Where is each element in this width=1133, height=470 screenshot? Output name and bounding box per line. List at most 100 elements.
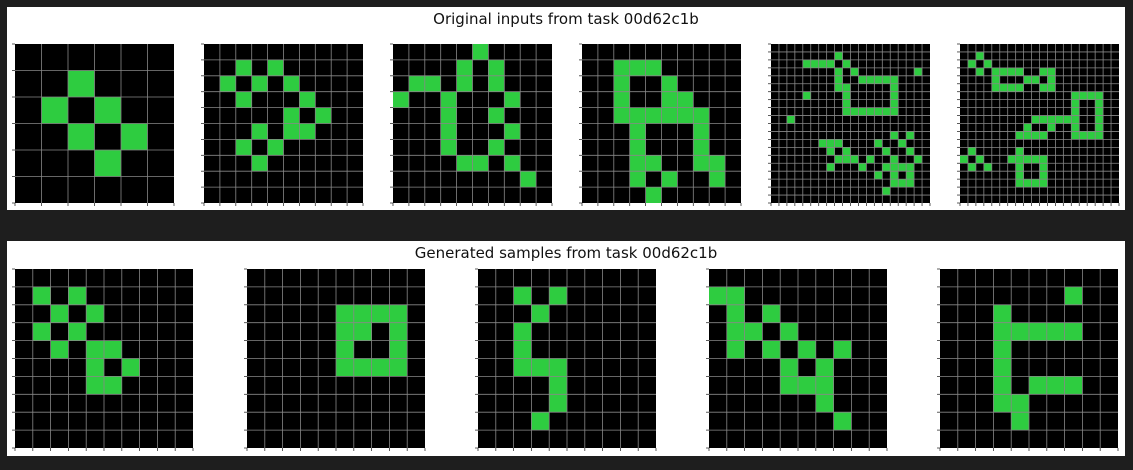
grid-cell-filled <box>967 59 976 68</box>
grid-cell-filled <box>890 91 899 100</box>
grid-cell-filled <box>513 286 532 305</box>
grid-cell-filled <box>629 155 646 172</box>
grid-cell-filled <box>86 376 104 395</box>
grid-cell-filled <box>299 123 316 140</box>
grid-cell-filled <box>842 147 851 156</box>
grid-cell-filled <box>874 171 883 180</box>
grid-cell-filled <box>283 123 300 140</box>
grid-cell-filled <box>991 75 1000 84</box>
grid-cell-filled <box>371 304 390 323</box>
grid-cell-filled <box>661 75 678 92</box>
grid-cell-filled <box>693 155 710 172</box>
grid-cell-filled <box>645 187 662 203</box>
grid-cell-filled <box>86 358 104 377</box>
grid-cell-filled <box>235 59 252 76</box>
grid-cell-filled <box>890 163 899 172</box>
grid-cell-filled <box>336 358 354 377</box>
grid-cell-filled <box>975 155 984 164</box>
grid-cell-filled <box>1011 322 1029 341</box>
grid-cell-filled <box>1039 171 1048 180</box>
grid-cell-filled <box>858 75 867 84</box>
grid-cell-filled <box>1071 91 1080 100</box>
grid-cell-filled <box>513 340 532 359</box>
grid-cell-filled <box>513 358 532 377</box>
grid-cell-filled <box>488 59 505 76</box>
grid-cell-filled <box>1023 179 1032 188</box>
grid-cell-filled <box>629 107 646 124</box>
grid-cell-filled <box>1064 286 1083 305</box>
original-grid-5 <box>768 43 931 206</box>
grid-cell-filled <box>472 44 489 60</box>
grid-cell-filled <box>726 304 745 323</box>
grid-cell-filled <box>94 150 121 177</box>
grid-cell-filled <box>1095 99 1104 108</box>
grid-cell-filled <box>834 67 843 76</box>
grid-cell-filled <box>898 179 907 188</box>
grid-cell-filled <box>1039 67 1048 76</box>
grid-cell-filled <box>983 163 992 172</box>
grid-cell-filled <box>1039 131 1048 140</box>
grid-cell-filled <box>882 107 891 116</box>
grid-cell-filled <box>1046 376 1065 395</box>
generated-grid-2 <box>244 268 426 451</box>
grid-cell-filled <box>693 107 710 124</box>
grid-cell-filled <box>235 91 252 108</box>
grid-cell-filled <box>762 304 781 323</box>
original-grid-1 <box>12 43 175 206</box>
grid-cell-filled <box>898 163 907 172</box>
grid-cell-filled <box>709 286 727 305</box>
grid-cell-filled <box>389 322 408 341</box>
grid-cell-filled <box>858 163 867 172</box>
grid-cell-filled <box>874 75 883 84</box>
grid-cell-filled <box>914 67 923 76</box>
grid-cell-filled <box>1039 155 1048 164</box>
grid-cell-filled <box>802 91 811 100</box>
grid-cell-filled <box>834 83 843 92</box>
grid-cell-filled <box>967 163 976 172</box>
grid-cell-filled <box>866 107 875 116</box>
original-inputs-title: Original inputs from task 00d62c1b <box>433 10 699 28</box>
grid-cell-filled <box>613 59 630 76</box>
grid-cell-filled <box>86 340 104 359</box>
grid-cell-filled <box>251 155 268 172</box>
grid-cell-filled <box>549 286 567 305</box>
grid-cell-filled <box>353 322 372 341</box>
grid-cell-filled <box>353 304 372 323</box>
grid-cell-filled <box>834 51 843 60</box>
grid-cell-filled <box>94 97 121 124</box>
grid-cell-filled <box>424 75 441 92</box>
grid-cell-filled <box>1029 322 1047 341</box>
grid-cell-filled <box>504 123 521 140</box>
grid-cell-filled <box>834 155 843 164</box>
grid-cell-filled <box>906 163 915 172</box>
grid-cell-filled <box>1011 412 1029 431</box>
grid-cell-filled <box>1023 123 1032 132</box>
grid-cell-filled <box>531 412 550 431</box>
grid-cell-filled <box>833 412 852 431</box>
grid-cell-filled <box>890 99 899 108</box>
grid-cell-filled <box>68 322 87 341</box>
grid-cell-filled <box>890 131 899 140</box>
grid-cell-filled <box>1007 83 1016 92</box>
grid-cell-filled <box>1015 163 1024 172</box>
grid-cell-filled <box>1047 115 1056 124</box>
grid-cell-filled <box>1015 171 1024 180</box>
grid-cell-filled <box>993 340 1012 359</box>
grid-cell-filled <box>1015 147 1024 156</box>
grid-cell-filled <box>818 59 827 68</box>
grid-cell-filled <box>842 107 851 116</box>
grid-cell-filled <box>629 59 646 76</box>
grid-cell-filled <box>219 75 236 92</box>
grid-cell-filled <box>1095 123 1104 132</box>
grid-cell-filled <box>283 107 300 124</box>
grid-cell-filled <box>786 115 795 124</box>
original-grid-3 <box>390 43 553 206</box>
grid-cell-filled <box>613 75 630 92</box>
grid-cell-filled <box>1031 155 1040 164</box>
grid-cell-filled <box>1029 376 1047 395</box>
grid-cell-filled <box>874 107 883 116</box>
grid-cell-filled <box>1023 155 1032 164</box>
grid-cell-filled <box>906 147 915 156</box>
grid-cell-filled <box>267 59 284 76</box>
grid-cell-filled <box>104 376 122 395</box>
